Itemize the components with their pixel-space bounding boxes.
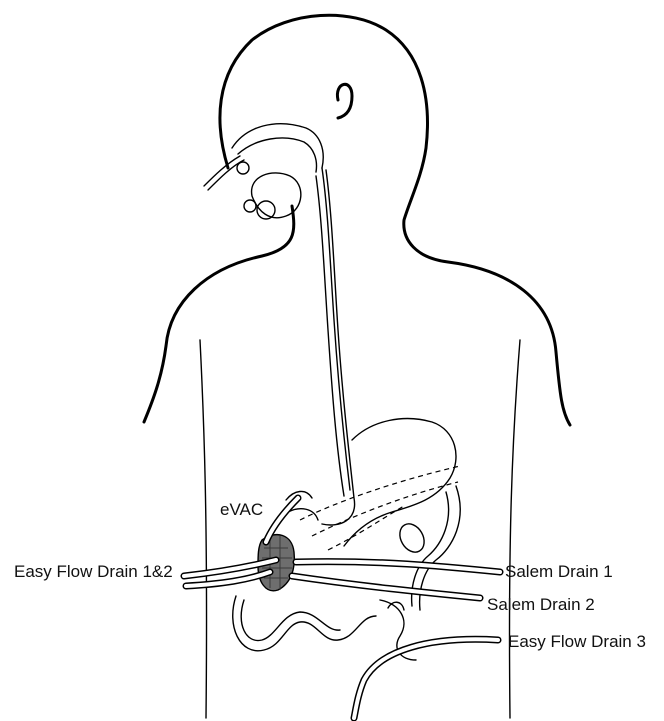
stomach-dashed-upper	[312, 482, 458, 536]
stomach	[344, 419, 456, 546]
tooth-lower	[244, 200, 256, 212]
small-bowel-loop-2	[241, 600, 340, 641]
torso-left-side	[200, 340, 207, 718]
colon-opening	[395, 520, 429, 557]
body-outline	[220, 15, 570, 425]
label-salem-drain-2: Salem Drain 2	[487, 595, 595, 614]
easy-flow-drain-3-tube	[354, 639, 498, 718]
label-easy-flow-drain-3: Easy Flow Drain 3	[508, 632, 646, 651]
label-easy-flow-drain-1-2: Easy Flow Drain 1&2	[14, 562, 173, 581]
salem-drain-2-tube	[292, 576, 480, 598]
label-evac: eVAC	[220, 500, 263, 519]
oesophagus-inner	[316, 176, 344, 496]
oesophagus	[322, 168, 350, 490]
tongue	[252, 173, 301, 218]
torso-right-side	[509, 340, 520, 718]
small-bowel-loop-1	[233, 596, 376, 651]
easy-flow-drain-3-tube-outline	[354, 639, 498, 718]
mouth-tube	[204, 156, 244, 190]
ear	[337, 84, 352, 118]
nasal-cavity-inner	[238, 138, 317, 172]
label-salem-drain-1: Salem Drain 1	[505, 562, 613, 581]
body-outline-left	[144, 206, 294, 422]
tooth-upper	[237, 162, 249, 174]
